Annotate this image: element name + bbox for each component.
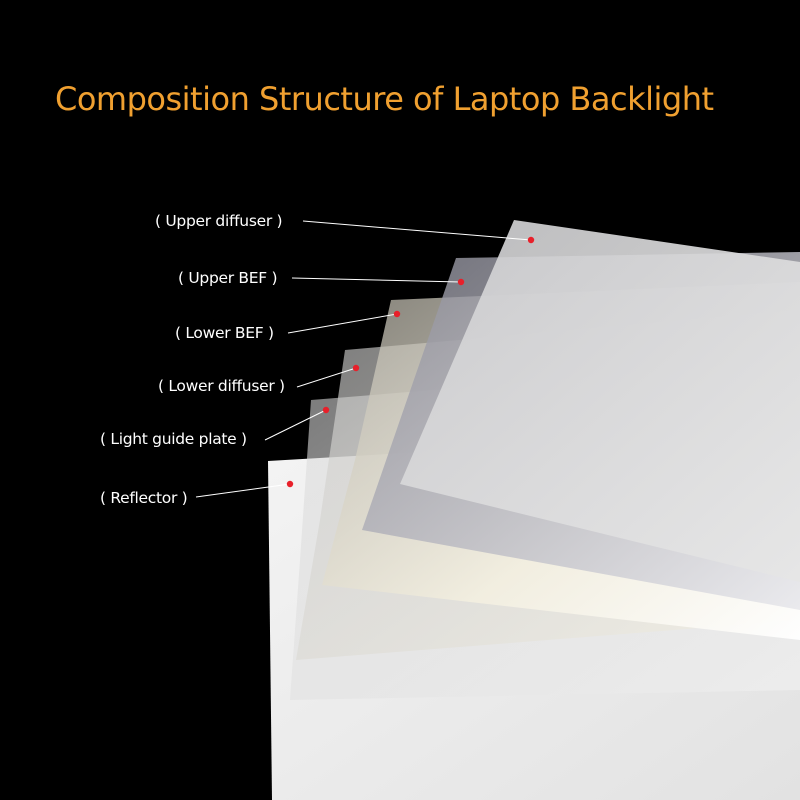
leader-reflector <box>195 483 291 498</box>
diagram-title: Composition Structure of Laptop Backligh… <box>55 80 714 118</box>
marker-dots <box>286 236 535 488</box>
leader-lower-diffuser <box>296 367 357 388</box>
marker-lower-bef <box>393 310 401 318</box>
label-lower-bef: ( Lower BEF ) <box>175 324 274 342</box>
marker-light-guide-plate <box>322 406 330 414</box>
marker-reflector <box>286 480 294 488</box>
label-lower-diffuser: ( Lower diffuser ) <box>158 377 285 395</box>
marker-upper-diffuser <box>527 236 535 244</box>
leader-lines <box>195 220 532 498</box>
leader-lower-bef <box>287 313 398 334</box>
upper-diffuser-sheet <box>400 220 800 582</box>
label-light-guide-plate: ( Light guide plate ) <box>100 430 247 448</box>
label-reflector: ( Reflector ) <box>100 489 188 507</box>
leader-upper-bef <box>291 277 462 283</box>
marker-upper-bef <box>457 278 465 286</box>
label-upper-bef: ( Upper BEF ) <box>178 269 278 287</box>
label-upper-diffuser: ( Upper diffuser ) <box>155 212 283 230</box>
marker-lower-diffuser <box>352 364 360 372</box>
leader-upper-diffuser <box>302 220 532 241</box>
leader-light-guide-plate <box>264 409 327 441</box>
